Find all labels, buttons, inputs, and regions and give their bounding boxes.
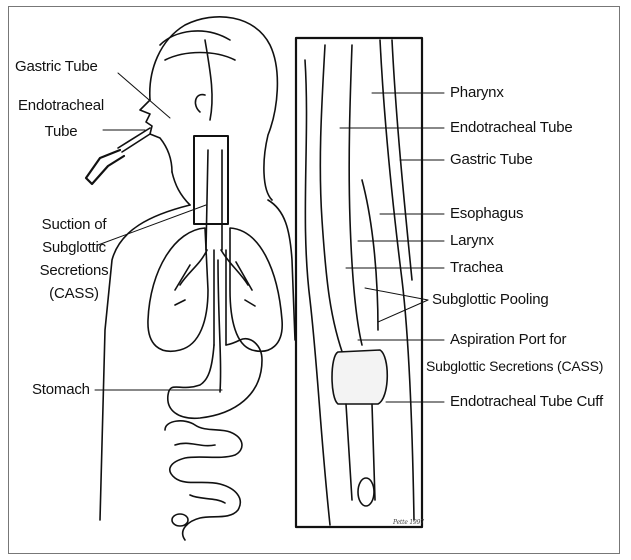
label-gastric-tube-right: Gastric Tube (450, 151, 533, 169)
ear (195, 95, 205, 112)
suction-connector (86, 150, 124, 184)
label-endotracheal-line1: Endotracheal (16, 97, 106, 115)
label-trachea: Trachea (450, 259, 503, 277)
label-cass-line2: Subglottic (24, 239, 124, 257)
artist-signature: Pette 1997 (393, 514, 424, 532)
et-tube-external (118, 128, 150, 152)
inset-cuff (332, 350, 387, 404)
gastric-tube-lower (218, 260, 221, 392)
label-cass-line4: (CASS) (24, 285, 124, 303)
neck (172, 172, 190, 205)
inset-wall-left (305, 60, 330, 525)
label-aspiration-port-line2: Subglottic Secretions (CASS) (426, 357, 603, 375)
bronchi (175, 250, 255, 306)
label-endotracheal-tube-left: Endotracheal Tube (16, 97, 106, 141)
label-subglottic-pooling: Subglottic Pooling (432, 291, 548, 309)
inset-box (194, 136, 228, 224)
label-gastric-tube-left: Gastric Tube (15, 58, 98, 76)
inset-esophagus (362, 180, 378, 330)
intestines (165, 421, 242, 540)
label-endotracheal-tube-cuff: Endotracheal Tube Cuff (450, 393, 603, 411)
label-esophagus: Esophagus (450, 205, 523, 223)
leader-pooling-2 (378, 300, 428, 322)
label-pharynx: Pharynx (450, 84, 504, 102)
intestine-end (172, 514, 188, 526)
label-endotracheal-tube-right: Endotracheal Tube (450, 119, 573, 137)
label-larynx: Larynx (450, 232, 494, 250)
label-cass-line1: Suction of (24, 216, 124, 234)
label-cass-left: Suction of Subglottic Secretions (CASS) (24, 216, 124, 303)
label-aspiration-port-line1: Aspiration Port for (450, 331, 566, 349)
face-profile (140, 100, 172, 172)
label-cass-line3: Secretions (24, 262, 124, 280)
inset-tube-left (320, 45, 345, 360)
stomach-outline (168, 339, 262, 419)
label-stomach: Stomach (32, 381, 90, 399)
lung-right (230, 228, 282, 351)
leader-pooling-1 (365, 288, 428, 300)
inset-tube-right (349, 45, 362, 345)
head-outline (150, 17, 278, 200)
label-endotracheal-line2: Tube (16, 123, 106, 141)
hair (160, 31, 235, 120)
lung-left (148, 228, 208, 351)
inset-tube-tip (358, 478, 374, 506)
inset-tube-below (346, 404, 375, 500)
trachea-drawing (206, 150, 222, 250)
